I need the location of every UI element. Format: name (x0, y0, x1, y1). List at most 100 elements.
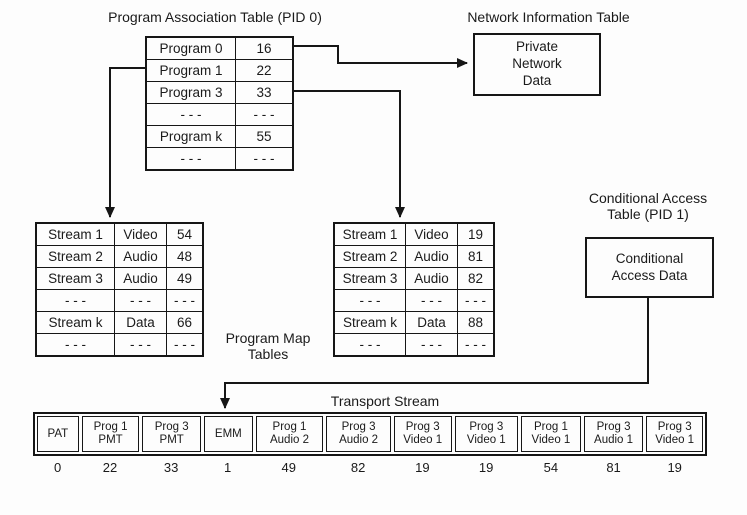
pmt-type: - - - (405, 289, 458, 312)
pmt-pid: 48 (166, 245, 204, 268)
pmt-type: Audio (405, 245, 458, 268)
nit-box: Private Network Data (473, 33, 601, 96)
pmt-type: Audio (114, 267, 167, 290)
pat-row: Program 0 16 (145, 36, 294, 60)
pmt-row: - - - - - - - - - (333, 333, 495, 357)
pmt-row: Stream 2 Audio 48 (35, 245, 204, 268)
pmt-stream: - - - (35, 289, 115, 312)
ts-packet: Prog 3 Video 1 (646, 416, 703, 452)
ts-pid: 82 (350, 460, 366, 475)
pmt-stream: - - - (333, 289, 406, 312)
transport-stream-row: PAT Prog 1 PMT Prog 3 PMT EMM Prog 1 Aud… (33, 412, 707, 456)
ts-pid: 54 (543, 460, 559, 475)
pmt-pid: 49 (166, 267, 204, 290)
pmt-type: Video (114, 222, 167, 246)
pmt-type: - - - (114, 333, 167, 357)
pat-pid: 22 (235, 59, 294, 82)
ts-packet: Prog 1 Audio 2 (255, 416, 324, 452)
pat-program: Program 3 (145, 81, 236, 104)
pmt-pid: - - - (457, 333, 495, 357)
pmt-row: - - - - - - - - - (35, 289, 204, 312)
pmt-stream: Stream 3 (35, 267, 115, 290)
ts-packet: PAT (37, 416, 79, 452)
pat-row: - - - - - - (145, 147, 294, 171)
pmt-stream: Stream 3 (333, 267, 406, 290)
pmt-row: Stream 1 Video 54 (35, 222, 204, 246)
ts-packet: Prog 3 Video 1 (454, 416, 519, 452)
pmt-pid: - - - (166, 333, 204, 357)
ts-packet: Prog 3 PMT (142, 416, 201, 452)
pat-pid: 33 (235, 81, 294, 104)
pmt-row: Stream 3 Audio 82 (333, 267, 495, 290)
pat-program: Program k (145, 125, 236, 148)
pmt-pid: 66 (166, 311, 204, 334)
pmt-row: Stream k Data 88 (333, 311, 495, 334)
pmt-stream: Stream 1 (333, 222, 406, 246)
pat-pid: - - - (235, 147, 294, 171)
ts-pid: 49 (281, 460, 297, 475)
pat-row: Program 3 33 (145, 81, 294, 104)
ts-pid: 19 (667, 460, 682, 475)
transport-stream-label: Transport Stream (330, 393, 440, 409)
pmt-row: - - - - - - - - - (35, 333, 204, 357)
cat-title: Conditional Access Table (PID 1) (588, 190, 708, 223)
pmt-stream: Stream 1 (35, 222, 115, 246)
pmt-stream: Stream 2 (35, 245, 115, 268)
ts-packet: Prog 3 Audio 1 (583, 416, 644, 452)
pat-table: Program 0 16 Program 1 22 Program 3 33 -… (145, 36, 294, 171)
pmt-row: - - - - - - - - - (333, 289, 495, 312)
pat-row: Program 1 22 (145, 59, 294, 82)
pmt-stream: Stream k (333, 311, 406, 334)
pat-program: Program 1 (145, 59, 236, 82)
pmt-type: Audio (405, 267, 458, 290)
pmt-type: Data (114, 311, 167, 334)
arrow-pat-to-nit (287, 45, 468, 68)
pmt-left-table: Stream 1 Video 54 Stream 2 Audio 48 Stre… (35, 222, 204, 357)
ts-pid: 19 (415, 460, 430, 475)
pmt-type: Video (405, 222, 458, 246)
pmt-row: Stream 3 Audio 49 (35, 267, 204, 290)
pat-program: - - - (145, 147, 236, 171)
transport-stream: PAT Prog 1 PMT Prog 3 PMT EMM Prog 1 Aud… (33, 412, 707, 475)
ts-packet: EMM (204, 416, 253, 452)
pmt-stream: Stream k (35, 311, 115, 334)
pmt-pid: 54 (166, 222, 204, 246)
pat-pid: - - - (235, 103, 294, 126)
pat-row: - - - - - - (145, 103, 294, 126)
ts-packet: Prog 3 Audio 2 (326, 416, 391, 452)
ts-pid: 19 (478, 460, 494, 475)
pmt-row: Stream 1 Video 19 (333, 222, 495, 246)
pmt-pid: - - - (457, 289, 495, 312)
ts-packet: Prog 3 Video 1 (393, 416, 452, 452)
pmt-stream: - - - (333, 333, 406, 357)
pmt-row: Stream k Data 66 (35, 311, 204, 334)
arrow-pat-to-right-pmt (287, 90, 405, 218)
pmt-pid: 82 (457, 267, 495, 290)
ts-pid: 0 (53, 460, 62, 475)
pmt-type: Audio (114, 245, 167, 268)
pat-pid: 16 (235, 36, 294, 60)
cat-box: Conditional Access Data (585, 237, 714, 298)
pmt-pid: - - - (166, 289, 204, 312)
pmt-pid: 88 (457, 311, 495, 334)
pmt-type: Data (405, 311, 458, 334)
pmt-row: Stream 2 Audio 81 (333, 245, 495, 268)
pat-row: Program k 55 (145, 125, 294, 148)
arrow-cat-to-emm (220, 294, 649, 409)
arrow-pat-to-left-pmt (105, 67, 146, 218)
pat-program: - - - (145, 103, 236, 126)
ts-packet: Prog 1 PMT (81, 416, 140, 452)
pat-program: Program 0 (145, 36, 236, 60)
pmt-pid: 19 (457, 222, 495, 246)
pat-title: Program Association Table (PID 0) (108, 9, 322, 25)
pmt-type: - - - (114, 289, 167, 312)
pmt-type: - - - (405, 333, 458, 357)
pat-pid: 55 (235, 125, 294, 148)
transport-stream-pids: 0 22 33 1 49 82 19 19 54 81 19 (33, 460, 707, 475)
nit-title: Network Information Table (467, 9, 630, 25)
pmt-tables-label: Program Map Tables (225, 330, 311, 363)
pmt-pid: 81 (457, 245, 495, 268)
ts-pid: 1 (224, 460, 232, 475)
